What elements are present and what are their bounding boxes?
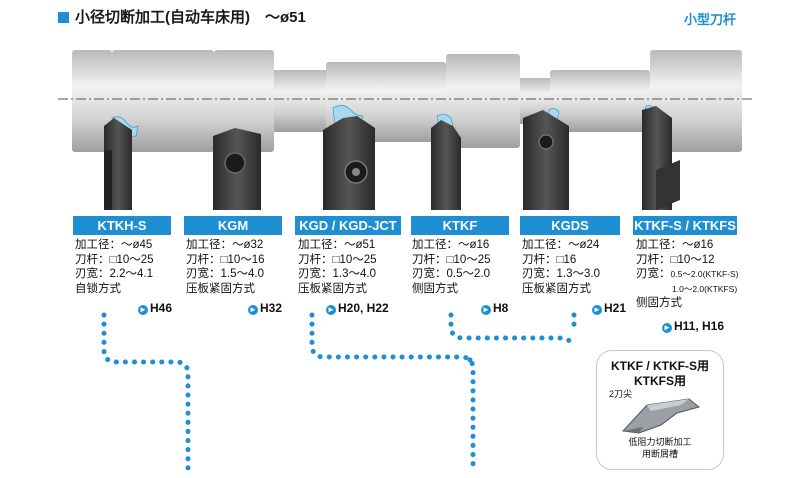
spec-line: 加工径：～ø16: [412, 239, 490, 251]
page-ref-text: H20, H22: [338, 301, 389, 315]
arrow-right-icon: ►: [481, 305, 491, 315]
dotted-connectors: [101, 312, 577, 473]
page-ref-text: H11, H16: [674, 319, 725, 333]
title-diameter-range: ～ø51: [265, 9, 306, 26]
tool-specs-kgds: 加工径：～ø24 刀杆：□16 刃宽：1.3～3.0 压板紧固方式: [522, 238, 600, 296]
tool-holders: [104, 106, 680, 210]
callout-caption-line1: 低阻力切断加工: [628, 437, 692, 447]
spec-line: 压板紧固方式: [522, 282, 591, 295]
tool-label-ktkf-s: KTKF-S / KTKFS: [633, 216, 737, 235]
spec-line-blade-width: 刃宽：0.5～2.0(KTKF-S): [636, 267, 739, 282]
spec-label: 刃宽：: [636, 268, 671, 280]
workpiece-shaft: [72, 50, 742, 152]
page-ref-ktkf-s[interactable]: ►H11, H16: [662, 319, 724, 333]
spec-line: 刀杆：□10～25: [75, 253, 154, 266]
tool-label-kgds: KGDS: [520, 216, 620, 235]
insert-callout: KTKF / KTKF-S用 KTKFS用 2刀尖 低阻力切断加工 用断屑槽: [596, 350, 724, 470]
spec-line: 刃宽：1.3～4.0: [298, 268, 376, 280]
spec-line: 加工径：～ø32: [186, 239, 264, 251]
title-text: 小径切断加工(自动车床用): [75, 9, 250, 26]
spec-line: 刀杆：□10～16: [186, 253, 265, 266]
spec-line: 压板紧固方式: [298, 282, 367, 295]
page-ref-kgd[interactable]: ►H20, H22: [326, 301, 389, 315]
page-ref-ktkf[interactable]: ►H8: [481, 301, 508, 315]
spec-line: 刃宽：1.3～3.0: [522, 268, 600, 280]
callout-title-line2: KTKFS用: [634, 374, 686, 388]
spec-line: 刀杆：□16: [522, 253, 577, 266]
page-ref-text: H46: [150, 301, 173, 315]
tool-specs-ktkf-s: 加工径：～ø16 刀杆：□10～12 刃宽：0.5～2.0(KTKF-S) 1.…: [636, 238, 739, 311]
tool-specs-ktkh-s: 加工径：～ø45 刀杆：□10～25 刃宽：2.2～4.1 自锁方式: [75, 238, 154, 296]
series-label: 小型刀杆: [683, 12, 736, 27]
spec-line: 压板紧固方式: [186, 282, 255, 295]
page-ref-text: H32: [260, 301, 283, 315]
spec-value-ktkf-s: 0.5～2.0(KTKF-S): [670, 269, 739, 279]
spec-line: 刀杆：□10～12: [636, 253, 715, 266]
spec-line: 加工径：～ø45: [75, 239, 153, 251]
page-ref-text: H21: [604, 301, 627, 315]
spec-line: 加工径：～ø24: [522, 239, 600, 251]
spec-line: 加工径：～ø51: [298, 239, 376, 251]
tool-label-ktkh-s: KTKH-S: [73, 216, 171, 235]
arrow-right-icon: ►: [138, 305, 148, 315]
callout-corner-note: 2刀尖: [609, 389, 633, 399]
spec-line: 加工径：～ø16: [636, 239, 714, 251]
spec-line: 侧固方式: [636, 297, 682, 309]
callout-caption-line2: 用断屑槽: [641, 449, 678, 459]
arrow-right-icon: ►: [326, 305, 336, 315]
spec-line: 侧固方式: [412, 282, 458, 295]
tool-specs-ktkf: 加工径：～ø16 刀杆：□10～25 刃宽：0.5～2.0 侧固方式: [412, 238, 491, 296]
insert-image: [621, 398, 701, 434]
page-ref-text: H8: [493, 301, 509, 315]
page-ref-kgds[interactable]: ►H21: [592, 301, 626, 315]
callout-title-line1: KTKF / KTKF-S用: [611, 359, 709, 373]
tool-label-kgd: KGD / KGD-JCT: [295, 216, 401, 235]
tool-specs-kgm: 加工径：～ø32 刀杆：□10～16 刃宽：1.5～4.0 压板紧固方式: [186, 238, 265, 296]
tool-label-ktkf: KTKF: [411, 216, 509, 235]
spec-line: 刃宽：1.5～4.0: [186, 268, 264, 280]
arrow-right-icon: ►: [248, 305, 258, 315]
page-ref-kgm[interactable]: ►H32: [248, 301, 282, 315]
page-ref-ktkh-s[interactable]: ►H46: [138, 301, 172, 315]
arrow-right-icon: ►: [592, 305, 602, 315]
spec-line: 刃宽：0.5～2.0: [412, 268, 490, 280]
tool-label-kgm: KGM: [184, 216, 282, 235]
arrow-right-icon: ►: [662, 323, 672, 333]
spec-value-ktkfs: 1.0～2.0(KTKFS): [672, 283, 738, 294]
spec-line: 刀杆：□10～25: [412, 253, 491, 266]
page-title: 小径切断加工(自动车床用) ～ø51: [58, 6, 306, 27]
spec-line: 刃宽：2.2～4.1: [75, 268, 153, 280]
spec-line: 自锁方式: [75, 282, 121, 295]
tool-specs-kgd: 加工径：～ø51 刀杆：□10～25 刃宽：1.3～4.0 压板紧固方式: [298, 238, 377, 296]
title-marker-square: [58, 12, 69, 23]
spec-line: 刀杆：□10～25: [298, 253, 377, 266]
